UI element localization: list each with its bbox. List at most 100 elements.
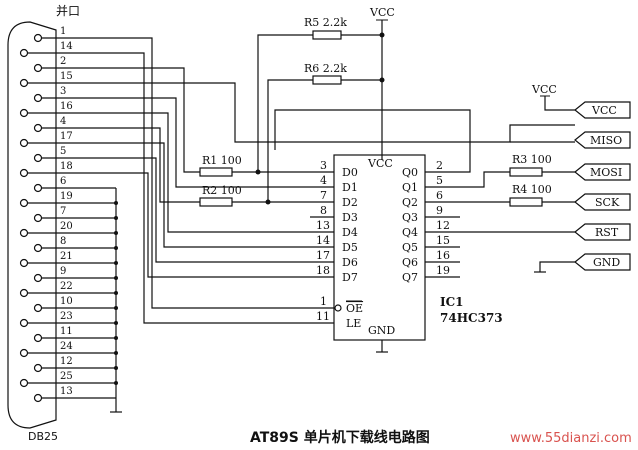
ic-pin-name: Q2 xyxy=(402,196,418,209)
connector-pin-9 xyxy=(33,273,43,283)
connector-pin-24 xyxy=(19,348,29,358)
resistor-r1 xyxy=(199,167,233,177)
ic-pin-name: D1 xyxy=(342,181,358,194)
connector-pin-7 xyxy=(33,213,43,223)
ic-pin-number: 4 xyxy=(320,174,327,187)
connector-name: DB25 xyxy=(28,430,58,443)
connector-pin-13 xyxy=(33,393,43,403)
pin-label: 14 xyxy=(60,41,73,52)
ic-pin-name: Q5 xyxy=(402,241,418,254)
pin-label: 11 xyxy=(60,326,73,337)
resistor-r5-label: R5 2.2k xyxy=(304,16,347,29)
ic-pin-number: 9 xyxy=(436,204,443,217)
resistor-r1-label: R1 100 xyxy=(202,154,242,167)
connector-pin-22 xyxy=(19,288,29,298)
pin-label: 7 xyxy=(60,206,66,217)
ic-pin-number: 2 xyxy=(436,159,443,172)
resistor-r4 xyxy=(509,197,543,207)
pin-label: 17 xyxy=(60,131,73,142)
ic-pin-name: D5 xyxy=(342,241,358,254)
junctions xyxy=(114,32,385,385)
connector-top-label: 并口 xyxy=(56,4,80,18)
resistor-r3 xyxy=(509,167,543,177)
pin-label: 8 xyxy=(60,236,66,247)
connector-pin-4 xyxy=(33,123,43,133)
pin-label: 10 xyxy=(60,296,73,307)
signal-label: GND xyxy=(593,256,620,269)
signal-label: MISO xyxy=(590,134,622,147)
ic-ref: IC1 xyxy=(440,295,464,309)
ic-pin-name: Q6 xyxy=(402,256,418,269)
ic-pin-number: 1 xyxy=(320,295,327,308)
signal-connectors: VCC MISO MOSI SCK RST GND xyxy=(510,101,631,271)
ic-pin-number: 12 xyxy=(436,219,450,232)
connector-pin-12 xyxy=(33,363,43,373)
pin-label: 16 xyxy=(60,101,73,112)
pin-label: 9 xyxy=(60,266,66,277)
pin-label: 13 xyxy=(60,386,73,397)
ic-pin-name: Q3 xyxy=(402,211,418,224)
ic-pin-name: D2 xyxy=(342,196,358,209)
resistor-r6-label: R6 2.2k xyxy=(304,62,347,75)
signal-label: SCK xyxy=(595,196,620,209)
signal-label: RST xyxy=(595,226,619,239)
connector-pin-15 xyxy=(19,78,29,88)
ic-pin-number: 11 xyxy=(316,310,330,323)
connector-pin-5 xyxy=(33,153,43,163)
ic-pin-number: 3 xyxy=(320,159,327,172)
signal-rst: RST xyxy=(574,223,631,241)
connector-pin-21 xyxy=(19,258,29,268)
connector-pin-3 xyxy=(33,93,43,103)
resistor-r2-label: R2 100 xyxy=(202,184,242,197)
ic-pin-name: D0 xyxy=(342,166,358,179)
resistor-r3-label: R3 100 xyxy=(512,153,552,166)
pin-label: 18 xyxy=(60,161,73,172)
connector-pin-19 xyxy=(19,198,29,208)
ic-pin-name: D4 xyxy=(342,226,358,239)
connector-pin-2 xyxy=(33,63,43,73)
ic-pin-name: D3 xyxy=(342,211,358,224)
vcc-right-label: VCC xyxy=(531,83,557,96)
signal-label: VCC xyxy=(591,104,617,117)
ic-vcc-label: VCC xyxy=(367,157,393,170)
pin-label: 6 xyxy=(60,176,66,187)
pin-label: 20 xyxy=(60,221,73,232)
resistor-r4-label: R4 100 xyxy=(512,183,552,196)
resistors: R5 2.2k R6 2.2k R1 100 R2 100 R3 100 R4 … xyxy=(199,16,552,207)
resistor-r5 xyxy=(312,30,342,40)
connector-pin-25 xyxy=(19,378,29,388)
connector-pin-23 xyxy=(19,318,29,328)
ic-pin-name: OE xyxy=(346,302,363,315)
signal-miso: MISO xyxy=(574,131,631,149)
connector-pin-20 xyxy=(19,228,29,238)
connector-pin-14 xyxy=(19,48,29,58)
ic-pin-number: 5 xyxy=(436,174,443,187)
vcc-top-label: VCC xyxy=(369,6,395,19)
ic-pin-name: Q0 xyxy=(402,166,418,179)
pin-label: 1 xyxy=(60,26,66,37)
resistor-r2 xyxy=(199,197,233,207)
pin-label: 21 xyxy=(60,251,73,262)
watermark: www.55dianzi.com xyxy=(510,431,632,446)
pin-label: 19 xyxy=(60,191,73,202)
wires xyxy=(80,19,575,413)
pin-label: 12 xyxy=(60,356,73,367)
ic-pin-number: 17 xyxy=(316,249,330,262)
ic-pin-number: 8 xyxy=(320,204,327,217)
pin-label: 24 xyxy=(60,341,73,352)
connector-pin-11 xyxy=(33,333,43,343)
connector-pin-16 xyxy=(19,108,29,118)
ic-pin-name: D7 xyxy=(342,271,358,284)
pin-label: 15 xyxy=(60,71,73,82)
ic-pin-number: 19 xyxy=(436,264,450,277)
signal-gnd: GND xyxy=(574,253,631,271)
signal-mosi: MOSI xyxy=(574,163,631,181)
pin-label: 3 xyxy=(60,86,66,97)
resistor-r6 xyxy=(312,75,342,85)
ic-gnd-label: GND xyxy=(368,324,395,337)
ic-pin-name: Q7 xyxy=(402,271,418,284)
signal-label: MOSI xyxy=(590,166,622,179)
ic-pin-number: 14 xyxy=(316,234,330,247)
connector-pin-18 xyxy=(19,168,29,178)
pin-label: 22 xyxy=(60,281,73,292)
